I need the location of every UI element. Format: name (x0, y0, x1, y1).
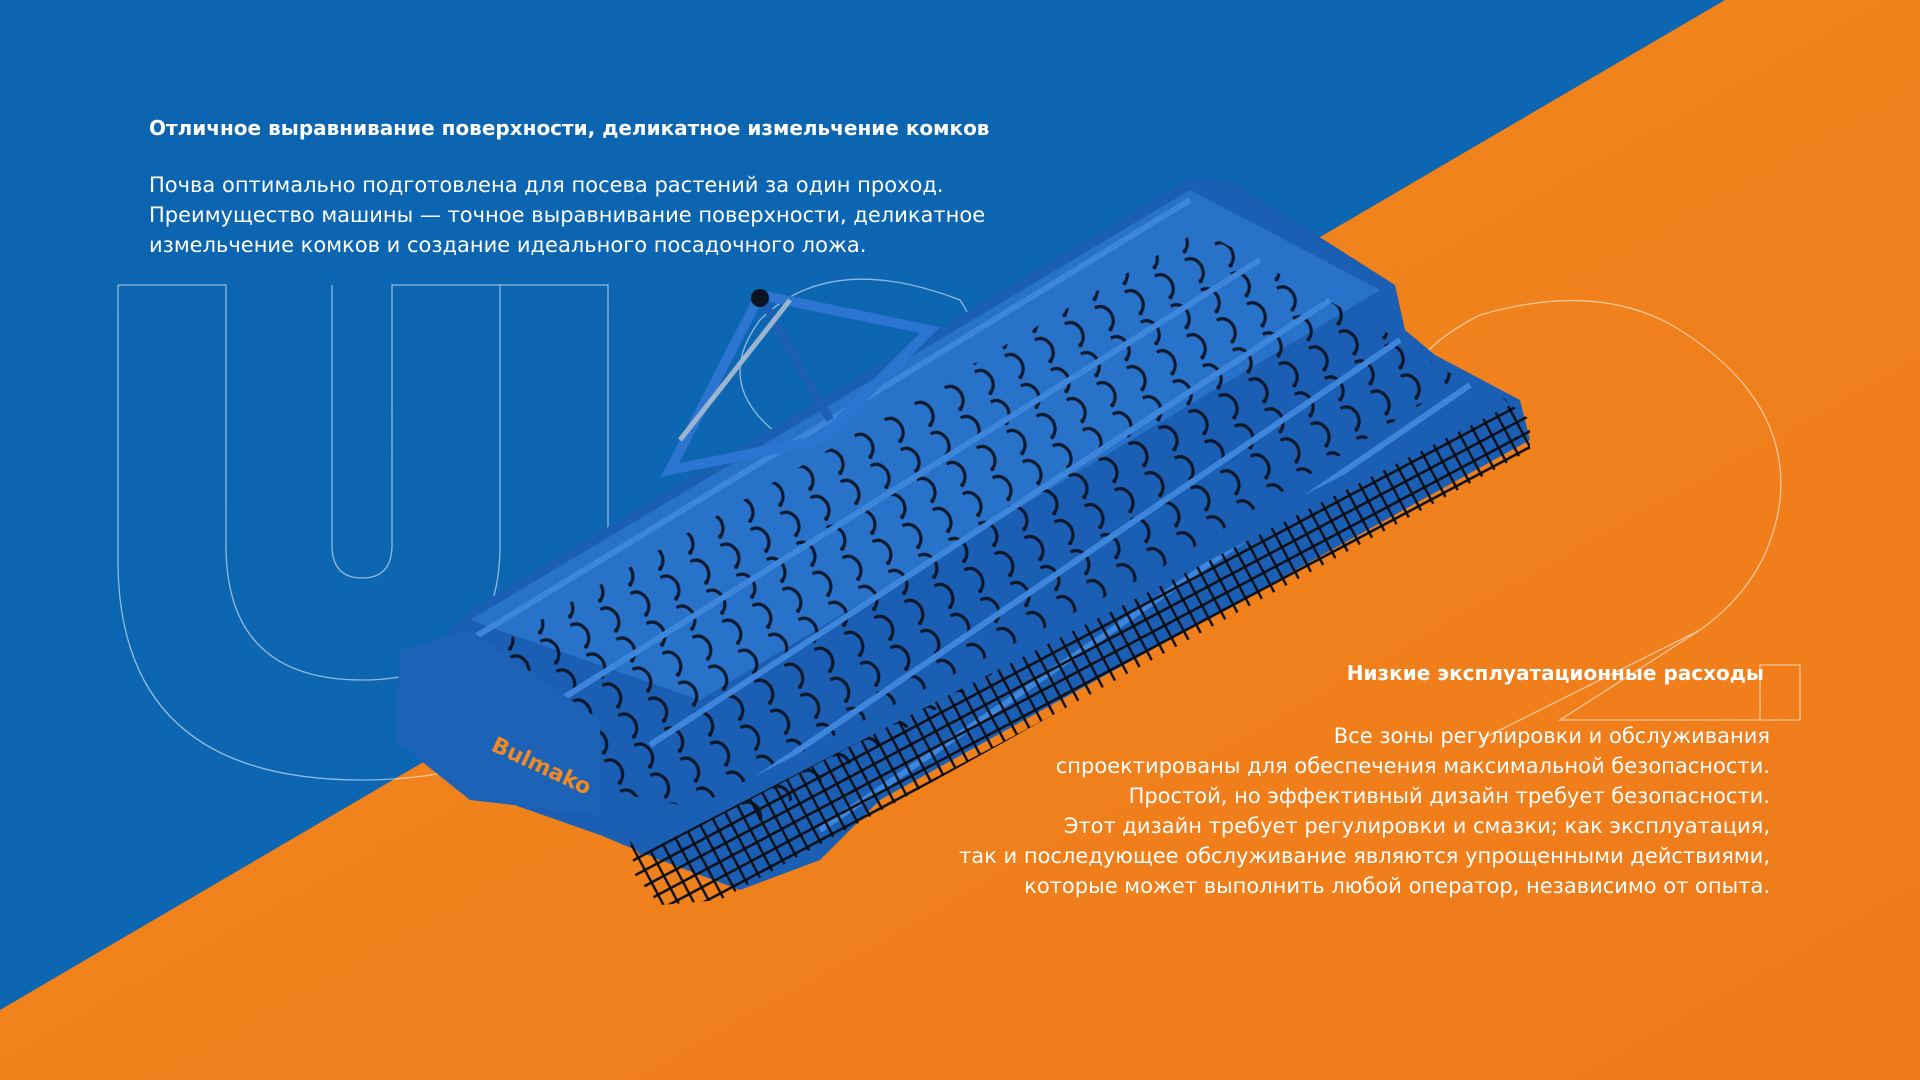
section-top: Отличное выравнивание поверхности, делик… (149, 113, 1049, 260)
section-top-heading: Отличное выравнивание поверхности, делик… (149, 116, 990, 140)
machine-hitch (660, 289, 941, 477)
machine-roller-frame (630, 395, 1510, 855)
section-bottom-heading: Низкие эксплуатационные расходы (1346, 661, 1764, 685)
machine-tines (490, 230, 1460, 820)
machine-side-plate: Bulmako (395, 630, 600, 815)
section-bottom-line-2: спроектированы для обеспечения максималь… (1055, 754, 1770, 778)
section-bottom-line-5: так и последующее обслуживание являются … (959, 844, 1770, 868)
machine-roller (630, 395, 1530, 905)
section-bottom-line-1: Все зоны регулировки и обслуживания (1333, 724, 1770, 748)
section-top-line-3: измельчение комков и создание идеального… (149, 233, 867, 257)
section-bottom-line-3: Простой, но эффективный дизайн требует б… (1128, 784, 1770, 808)
section-bottom: Низкие эксплуатационные расходы Все зоны… (870, 658, 1770, 901)
section-bottom-line-6: которые может выполнить любой оператор, … (1024, 874, 1770, 898)
section-top-line-1: Почва оптимально подготовлена для посева… (149, 173, 944, 197)
section-top-line-2: Преимущество машины — точное выравнивани… (149, 203, 986, 227)
section-bottom-line-4: Этот дизайн требует регулировки и смазки… (1063, 814, 1770, 838)
